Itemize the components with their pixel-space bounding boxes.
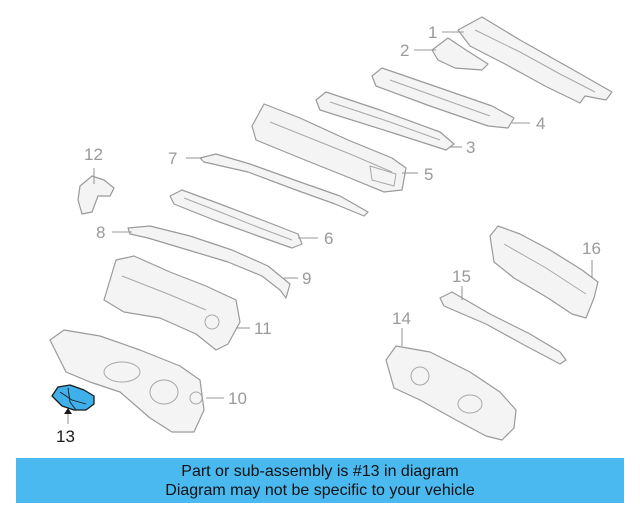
callout-8: 8: [96, 223, 105, 242]
callout-4: 4: [536, 114, 545, 133]
part-3-rail[interactable]: [315, 91, 455, 151]
callout-10: 10: [228, 389, 247, 408]
callout-15: 15: [452, 267, 471, 286]
callout-14: 14: [392, 309, 411, 328]
part-10-dash-panel[interactable]: [49, 329, 205, 433]
callout-13[interactable]: 13: [56, 427, 75, 446]
callout-11: 11: [254, 319, 272, 338]
part-11-insulator[interactable]: [103, 255, 241, 351]
info-banner: Part or sub-assembly is #13 in diagram D…: [16, 458, 624, 503]
callout-3: 3: [466, 138, 475, 157]
callout-16: 16: [582, 239, 601, 258]
banner-line-2: Diagram may not be specific to your vehi…: [165, 481, 475, 499]
banner-line-1: Part or sub-assembly is #13 in diagram: [181, 462, 459, 480]
part-1-cowl-panel[interactable]: [457, 16, 613, 104]
part-7-seal[interactable]: [199, 153, 369, 217]
callout-7: 7: [168, 149, 177, 168]
part-5-plenum-panel[interactable]: [251, 103, 407, 193]
callout-6: 6: [324, 229, 333, 248]
arrow-13-icon: [64, 408, 72, 414]
part-4-cross-member[interactable]: [371, 67, 515, 129]
part-2-bracket[interactable]: [431, 37, 489, 71]
part-16-panel[interactable]: [489, 225, 599, 319]
part-15-bar[interactable]: [439, 291, 567, 365]
callout-12: 12: [84, 145, 103, 164]
part-12-bracket[interactable]: [77, 175, 115, 215]
part-13-highlighted[interactable]: [51, 384, 95, 411]
part-6-lower-rail[interactable]: [169, 189, 303, 249]
callout-1: 1: [428, 23, 437, 42]
callout-9: 9: [302, 269, 311, 288]
part-8-weatherstrip[interactable]: [127, 225, 291, 299]
callout-5: 5: [424, 165, 433, 184]
callout-2: 2: [400, 41, 409, 60]
part-14-insulator[interactable]: [385, 345, 517, 441]
